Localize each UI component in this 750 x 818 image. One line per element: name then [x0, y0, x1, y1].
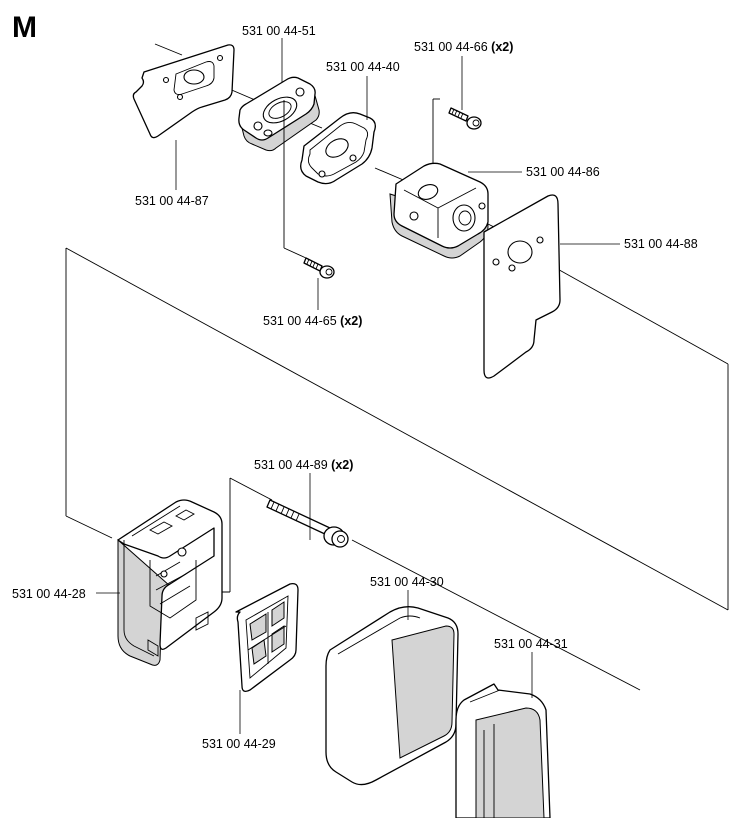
leader-lines	[96, 38, 620, 734]
label-part-65: 531 00 44-65 (x2)	[263, 314, 362, 328]
gasket-40	[300, 112, 376, 185]
spacer-51	[238, 76, 320, 152]
gasket-88	[483, 194, 561, 379]
section-letter: M	[12, 11, 37, 44]
filter-30	[325, 606, 459, 786]
gasket-87	[132, 44, 235, 139]
bolt-89	[266, 499, 349, 548]
label-part-66: 531 00 44-66 (x2)	[414, 40, 513, 54]
label-part-31: 531 00 44-31	[494, 637, 568, 651]
label-part-29: 531 00 44-29	[202, 737, 276, 751]
screw-66	[448, 107, 482, 130]
alignment-frame-lines	[65, 100, 729, 691]
filter-grid-29	[235, 582, 299, 692]
label-part-28: 531 00 44-28	[12, 587, 86, 601]
label-part-40: 531 00 44-40	[326, 60, 400, 74]
part-labels: 531 00 44-87 531 00 44-51 531 00 44-40 5…	[12, 24, 698, 751]
screw-65	[303, 257, 335, 279]
label-part-89: 531 00 44-89 (x2)	[254, 458, 353, 472]
cover-31	[455, 683, 551, 818]
label-part-51: 531 00 44-51	[242, 24, 316, 38]
label-part-30: 531 00 44-30	[370, 575, 444, 589]
filter-housing-28	[117, 499, 223, 666]
label-part-87: 531 00 44-87	[135, 194, 209, 208]
adapter-86	[389, 162, 489, 259]
label-part-86: 531 00 44-86	[526, 165, 600, 179]
label-part-88: 531 00 44-88	[624, 237, 698, 251]
